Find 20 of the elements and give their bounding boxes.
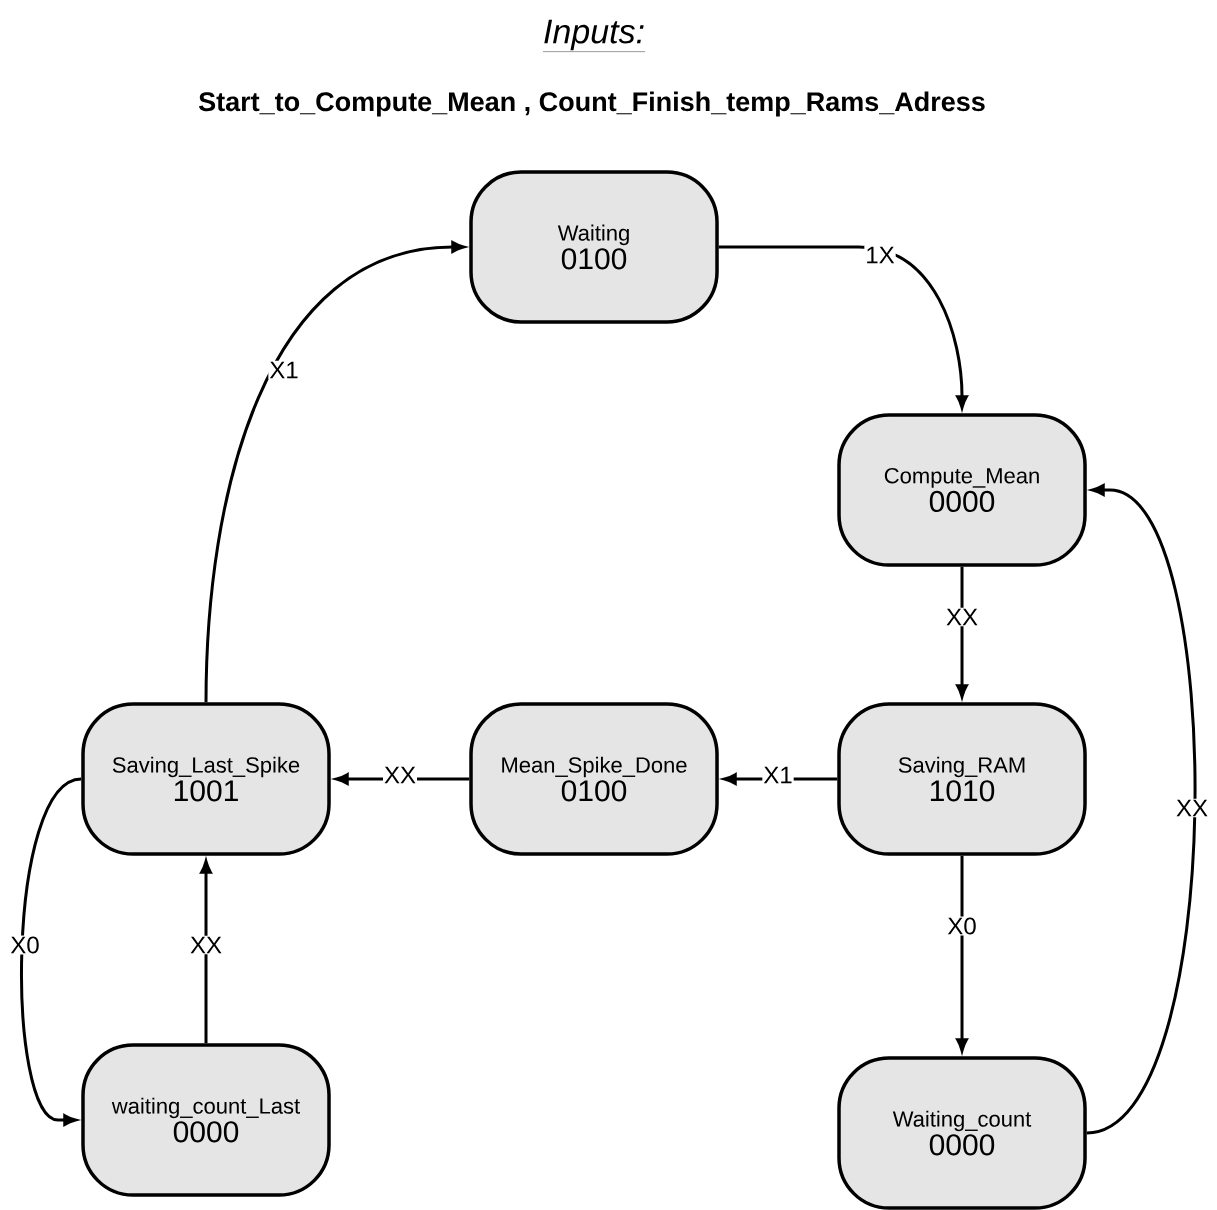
state-box: waiting_count_Last 0000 <box>81 1043 331 1197</box>
edge-label: 1X <box>864 245 896 265</box>
state-box: Saving_Last_Spike 1001 <box>81 702 331 856</box>
arrow <box>20 777 82 1126</box>
edge-label: XX <box>1175 798 1210 818</box>
state-box: Waiting_count 0000 <box>837 1056 1087 1210</box>
edge-label: X0 <box>9 935 41 955</box>
state-box: Saving_RAM 1010 <box>837 702 1087 856</box>
edge-label: XX <box>189 935 223 955</box>
state-box: Compute_Mean 0000 <box>837 413 1087 567</box>
state-box: Mean_Spike_Done 0100 <box>469 702 719 856</box>
edge-label: X1 <box>268 360 300 380</box>
edge-label: XX <box>383 765 417 785</box>
edge-label: X1 <box>762 765 794 785</box>
title: Inputs: <box>542 19 646 52</box>
edge-label: X0 <box>946 916 978 936</box>
state-box: Waiting 0100 <box>469 170 719 324</box>
edge-label: XX <box>945 607 979 627</box>
subtitle: Start_to_Compute_Mean , Count_Finish_temp_Rams_Adress <box>198 91 985 117</box>
arrow <box>1086 484 1197 1135</box>
